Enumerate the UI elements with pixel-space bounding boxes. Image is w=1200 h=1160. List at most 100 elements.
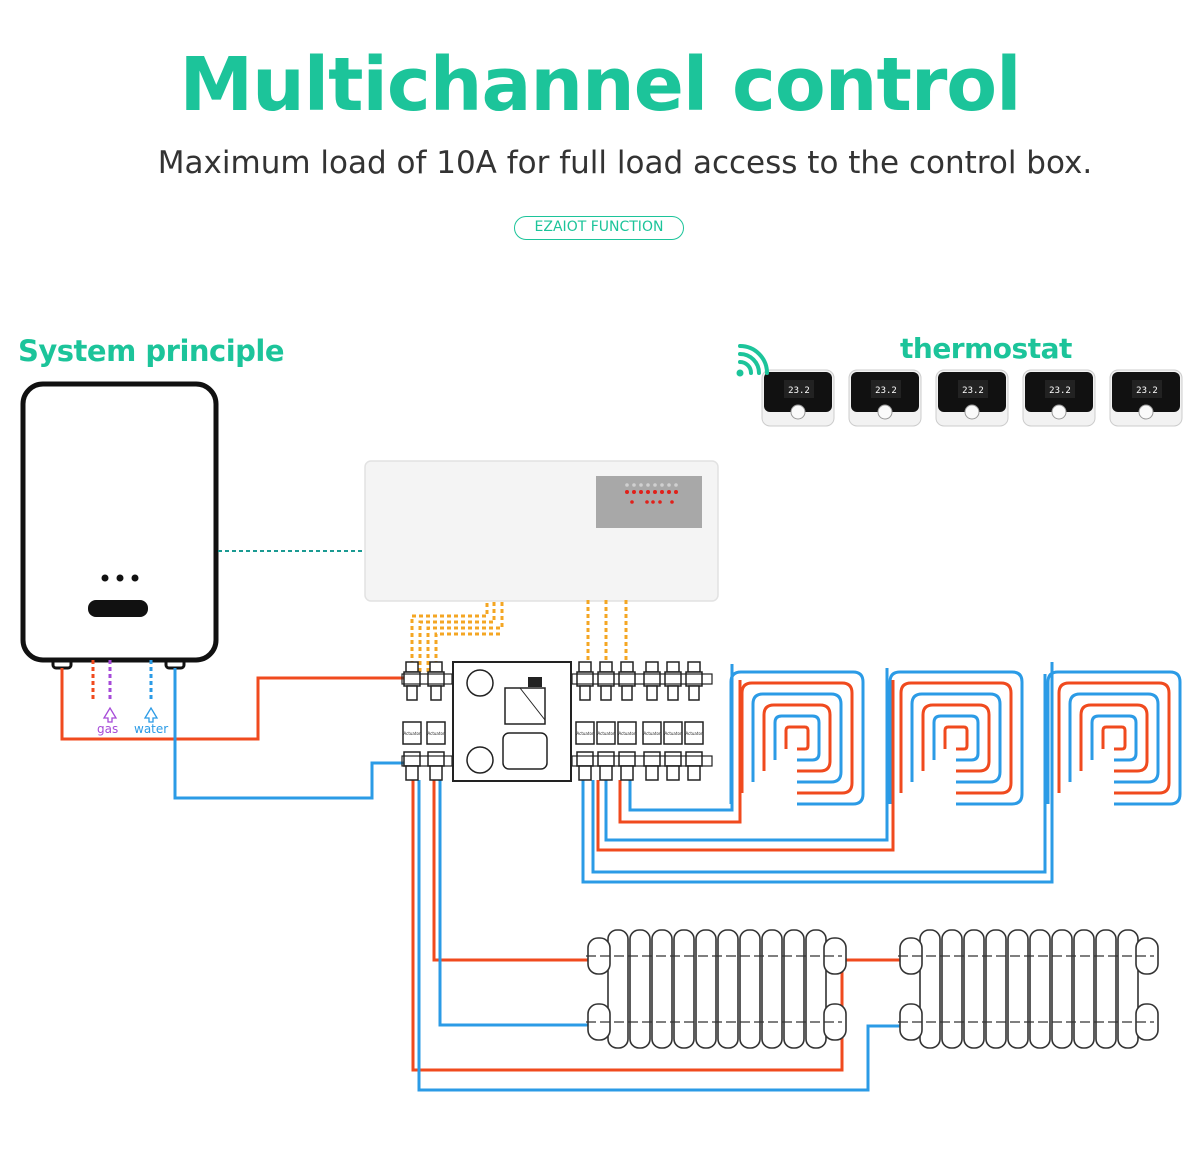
led-red — [660, 490, 664, 494]
actuator-label: Actuator — [597, 731, 614, 736]
valve-cap — [429, 661, 443, 673]
return-valve — [685, 751, 703, 767]
radiator-fin — [651, 929, 673, 1049]
valve-cap — [620, 661, 634, 673]
floor-heating-loops — [729, 670, 1182, 806]
return-valve — [403, 751, 421, 767]
return-outlet — [687, 765, 701, 781]
page-subtitle: Maximum load of 10A for full load access… — [157, 145, 1093, 181]
radiator-fin — [1007, 929, 1029, 1049]
boiler-inlets: gas water — [91, 660, 168, 736]
actuator-label: Actuator — [643, 731, 660, 736]
actuator-label: Actuator — [403, 731, 420, 736]
thermostat-unit: 23.2 — [935, 369, 1009, 427]
led-dot — [660, 483, 664, 487]
actuator — [663, 721, 683, 745]
actuator-label: Actuator — [576, 731, 593, 736]
system-principle-label: System principle — [18, 334, 285, 368]
return-valve — [664, 751, 682, 767]
radiator-fin — [985, 929, 1007, 1049]
signal-wires — [410, 600, 628, 672]
supply-pipe — [60, 668, 408, 741]
control-box — [364, 460, 719, 602]
led-red — [658, 500, 662, 504]
radiator-fin — [1095, 929, 1117, 1049]
led-red — [651, 500, 655, 504]
boiler — [20, 381, 219, 670]
radiator-fin — [695, 929, 717, 1049]
valve-cap — [599, 661, 613, 673]
actuator-label: Actuator — [664, 731, 681, 736]
radiator-fin — [1073, 929, 1095, 1049]
function-badge: EZAIOT FUNCTION — [514, 216, 684, 240]
valve-stem — [600, 685, 612, 701]
led-red — [639, 490, 643, 494]
valve-stem — [406, 685, 418, 701]
actuator — [596, 721, 616, 745]
radiator-fin — [783, 929, 805, 1049]
actuator-label: Actuator — [427, 731, 444, 736]
manifold-bar — [401, 673, 453, 685]
actuator-label: Actuator — [618, 731, 635, 736]
thermostat-unit: 23.2 — [1022, 369, 1096, 427]
floor-loop-hot — [740, 681, 854, 795]
thermostat-unit: 23.2 — [1109, 369, 1183, 427]
floor-loop-hot — [899, 681, 1013, 795]
actuator — [426, 721, 446, 745]
thermostat-readout: 23.2 — [875, 386, 897, 396]
thermostat-readout: 23.2 — [962, 386, 984, 396]
radiator-fin — [739, 929, 761, 1049]
floor-loop-hot — [1057, 681, 1171, 795]
radiators — [586, 929, 1159, 1049]
led-dot — [625, 483, 629, 487]
gas-label: gas — [97, 722, 118, 736]
valve-cap — [687, 661, 701, 673]
led-dot — [632, 483, 636, 487]
return-outlet — [429, 765, 443, 781]
radiator-fin — [673, 929, 695, 1049]
led-red — [653, 490, 657, 494]
radiator-fin — [629, 929, 651, 1049]
radiator-pipes — [411, 780, 900, 1092]
radiator-fin — [919, 929, 941, 1049]
floor-loop-cold — [1046, 670, 1182, 806]
floor-loop-cold — [729, 670, 865, 806]
actuator-label: Actuator — [685, 731, 702, 736]
led-red — [667, 490, 671, 494]
led-red — [630, 500, 634, 504]
led-red — [646, 490, 650, 494]
floor-loop-cold — [888, 670, 1024, 806]
thermostat-label: thermostat — [900, 332, 1072, 365]
return-valve — [576, 751, 594, 767]
radiator-fin — [1051, 929, 1073, 1049]
return-valve — [618, 751, 636, 767]
valve-stem — [579, 685, 591, 701]
manifold-bar — [571, 755, 713, 767]
thermostat-unit: 23.2 — [761, 369, 835, 427]
led-red — [625, 490, 629, 494]
manifold-bar — [401, 755, 453, 767]
radiator-fin — [963, 929, 985, 1049]
return-valve — [643, 751, 661, 767]
valve-stem — [688, 685, 700, 701]
thermostat-readout: 23.2 — [1136, 386, 1158, 396]
valve-stem — [430, 685, 442, 701]
thermostats: 23.2 23.2 23.2 23.2 23.2 — [761, 369, 1183, 427]
wifi-icon — [736, 344, 769, 377]
valve-cap — [578, 661, 592, 673]
valve-stem — [646, 685, 658, 701]
return-outlet — [578, 765, 592, 781]
led-dot — [646, 483, 650, 487]
loop-feed-pipes — [581, 662, 1054, 884]
actuator — [402, 721, 422, 745]
valve-cap — [645, 661, 659, 673]
actuator — [617, 721, 637, 745]
return-outlet — [599, 765, 613, 781]
return-outlet — [666, 765, 680, 781]
return-outlet — [620, 765, 634, 781]
return-outlet — [405, 765, 419, 781]
valve-stem — [621, 685, 633, 701]
valve-cap — [405, 661, 419, 673]
actuator — [575, 721, 595, 745]
